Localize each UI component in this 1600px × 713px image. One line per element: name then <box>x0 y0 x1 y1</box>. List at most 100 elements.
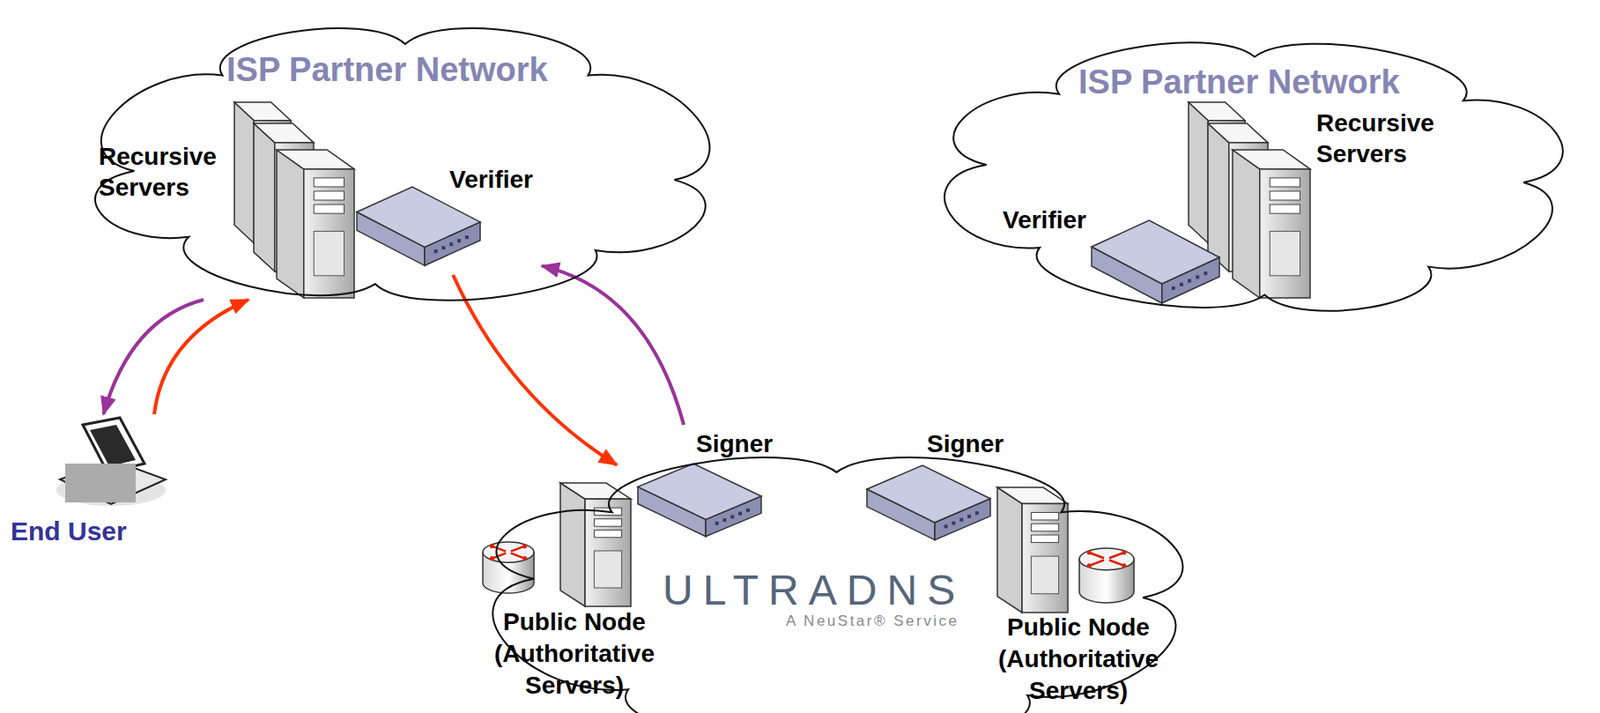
server-icon <box>560 482 631 607</box>
flow-arrow <box>541 266 684 425</box>
server-top <box>253 123 314 143</box>
cloud-title: ULTRADNS <box>662 563 965 617</box>
node-label: Recursive Servers <box>98 140 249 203</box>
node-label: Public Node (Authoritative Servers) <box>486 606 663 701</box>
node-box: Recursive Servers <box>92 96 357 300</box>
router-arrow-head <box>1121 562 1126 568</box>
cloud-subtitle: A NeuStar® Service <box>785 611 959 630</box>
port <box>1187 279 1192 283</box>
cloud-outline <box>918 14 1592 337</box>
server-panel <box>1030 555 1059 594</box>
server-top <box>234 102 291 121</box>
flow-arrow <box>452 274 617 466</box>
router-icon <box>1079 548 1134 603</box>
node-label: End User <box>10 514 127 549</box>
node-box: Recursive Servers <box>1185 101 1470 303</box>
router-arrow-head <box>1121 549 1126 555</box>
port <box>1179 282 1184 287</box>
router-arrow-head <box>489 555 495 561</box>
port <box>441 245 445 250</box>
port <box>951 521 956 526</box>
node-box: Public Node (Authoritative Servers) <box>480 481 670 712</box>
port <box>944 524 949 528</box>
appliance-top <box>866 465 991 523</box>
node-box: End User <box>7 414 177 556</box>
server-top <box>560 482 631 499</box>
node-box: Signer <box>863 424 1008 547</box>
router-arrow-head <box>1087 549 1092 555</box>
router-arrow <box>511 553 526 559</box>
router-top <box>482 541 534 563</box>
server-side <box>1207 123 1230 272</box>
server-side <box>234 102 254 244</box>
laptop-base <box>59 459 166 504</box>
server-top <box>276 149 355 170</box>
laptop-icon <box>56 417 166 506</box>
port <box>746 508 750 512</box>
appliance-icon <box>866 465 991 541</box>
router-arrow-head <box>489 543 495 549</box>
port <box>465 235 469 239</box>
node-box: Verifier <box>995 200 1225 313</box>
server-icon <box>276 149 355 298</box>
server-side <box>1232 149 1260 298</box>
router-arrow <box>1088 552 1104 558</box>
router-arrow <box>1109 560 1125 566</box>
router-top <box>1079 548 1134 571</box>
drive-bay <box>593 518 622 526</box>
appliance-top <box>356 186 481 247</box>
network-cloud: ULTRADNSA NeuStar® Service Signer SignerPu… <box>453 428 1220 713</box>
server-front <box>1259 169 1311 298</box>
server-side <box>1188 102 1208 244</box>
server-top <box>1188 102 1245 121</box>
drive-bay <box>313 177 344 187</box>
node-label: Signer <box>926 428 1004 460</box>
server-top <box>1232 149 1311 170</box>
port <box>738 511 742 516</box>
port <box>434 249 438 253</box>
server-icon <box>1232 149 1311 298</box>
server-side <box>253 123 275 272</box>
drive-bay <box>593 529 622 537</box>
redaction-box <box>65 463 136 503</box>
laptop-display <box>89 424 136 467</box>
router-icon <box>482 541 534 593</box>
cloud-title: ISP Partner Network <box>1078 61 1400 104</box>
port <box>449 242 453 246</box>
port <box>959 518 963 522</box>
router-arrow-head <box>522 543 527 549</box>
network-cloud: ISP Partner NetworkRecursive Servers Veri… <box>66 1 745 327</box>
node-label: Public Node (Authoritative Servers) <box>990 611 1167 706</box>
drive-bay <box>313 191 344 200</box>
server-front <box>1022 503 1068 613</box>
node-label: Signer <box>696 428 773 460</box>
server-side <box>997 487 1023 613</box>
node-box: Public Node (Authoritative Servers) <box>982 482 1177 712</box>
node-box: Verifier <box>356 160 542 275</box>
port <box>1171 286 1176 290</box>
router-arrow <box>1109 552 1125 558</box>
drive-bay <box>1030 511 1059 520</box>
router-arrow <box>491 553 506 559</box>
flow-arrow <box>103 299 204 415</box>
server-panel <box>313 230 344 275</box>
node-label: Verifier <box>1002 204 1087 236</box>
cloud-path <box>95 28 710 301</box>
port <box>722 518 726 522</box>
drive-bay <box>313 204 344 214</box>
server-panel <box>593 550 622 588</box>
port <box>1195 274 1200 279</box>
server-front <box>303 169 355 298</box>
appliance-icon <box>1091 220 1220 304</box>
drive-bay <box>1030 534 1059 543</box>
drive-bay <box>1030 523 1059 532</box>
port <box>967 514 971 519</box>
network-cloud: ISP Partner NetworkRecursive ServersVeri… <box>918 14 1592 337</box>
server-icon <box>997 487 1068 613</box>
drive-bay <box>1269 177 1300 187</box>
router-arrow <box>511 546 526 552</box>
appliance-top <box>1091 220 1220 284</box>
server-side <box>276 149 304 298</box>
cloud-title: ISP Partner Network <box>226 49 549 92</box>
